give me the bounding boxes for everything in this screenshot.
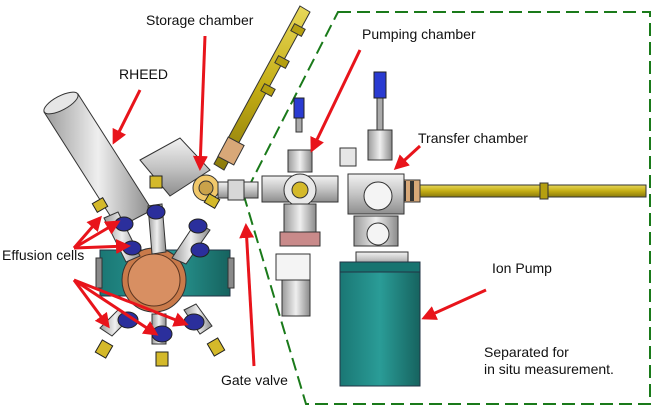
storage-transfer-rod [213,5,311,171]
pumping-chamber-assembly [261,97,357,317]
label-transfer-chamber: Transfer chamber [418,130,528,146]
label-separated-line2: in situ measurement. [484,361,614,377]
effusion-cell-caps [91,175,226,367]
label-ion-pump: Ion Pump [492,260,552,276]
label-separated-line1: Separated for [484,344,569,360]
label-pumping-chamber: Pumping chamber [362,26,476,42]
label-rheed: RHEED [119,66,169,82]
label-effusion-cells: Effusion cells [2,247,85,263]
label-storage-chamber: Storage chamber [146,12,254,28]
label-arrows [72,35,487,367]
storage-chamber-body [139,137,220,202]
label-gate-valve: Gate valve [221,372,288,388]
rheed-tube [43,91,153,229]
main-transfer-rod [397,179,647,203]
gate-valve [217,179,259,201]
growth-chamber [95,247,235,313]
transfer-chamber-assembly [347,71,409,267]
separation-dashed-border [242,11,651,405]
ion-pump [339,261,421,387]
